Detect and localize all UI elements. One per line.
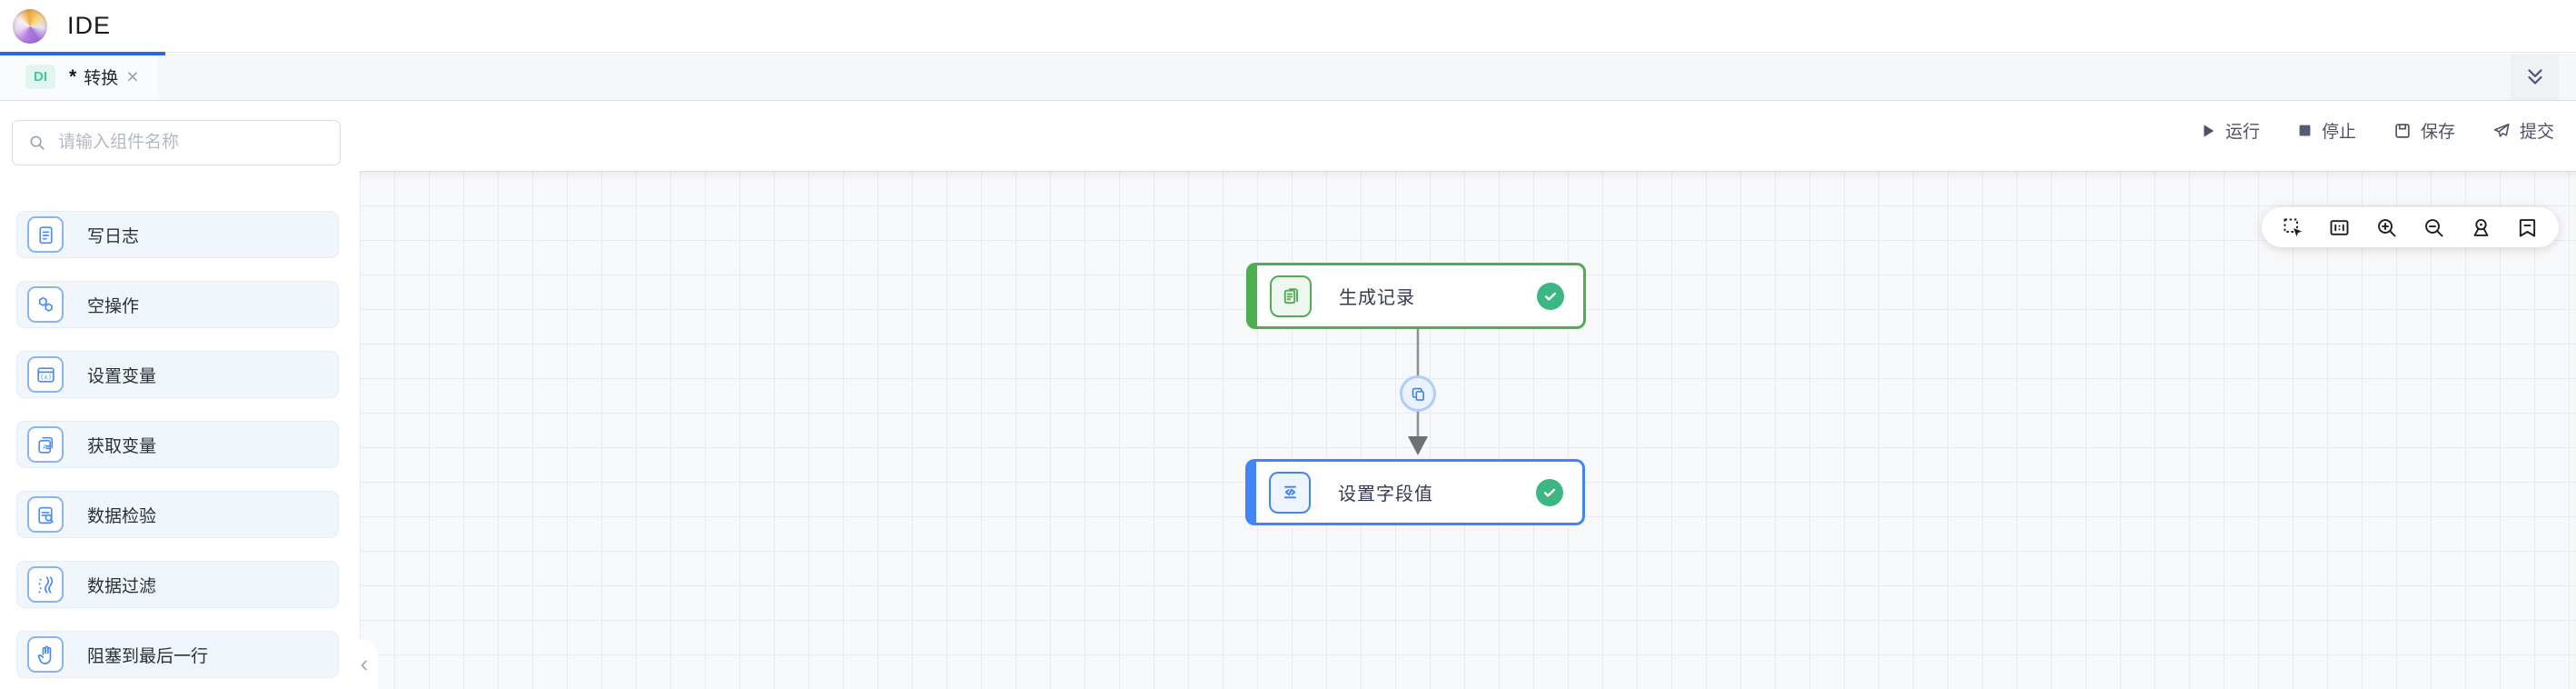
active-tab-indicator	[0, 52, 165, 55]
locate-icon	[2473, 218, 2489, 236]
component-item-label: 写日志	[87, 226, 140, 246]
tab-bar: DI * 转换 ×	[0, 54, 2576, 101]
stop-icon	[2299, 125, 2311, 136]
component-search[interactable]	[12, 120, 341, 165]
data-validate-icon	[37, 506, 54, 524]
component-item-label: 设置变量	[87, 366, 157, 386]
component-item-label: 空操作	[87, 296, 140, 316]
bookmark-icon	[2520, 218, 2536, 236]
fit-view-button[interactable]	[2326, 214, 2353, 241]
save-icon	[2395, 123, 2410, 138]
component-item-block-until-last-row[interactable]: 阻塞到最后一行	[16, 631, 339, 678]
sidebar-collapse-handle[interactable]: ‹	[351, 639, 378, 689]
copy-rows-icon	[1412, 387, 1424, 401]
component-item-label: 获取变量	[87, 436, 157, 456]
view-toolbar	[2262, 207, 2559, 247]
component-item-data-validate[interactable]: 数据检验	[16, 491, 339, 538]
search-icon	[30, 135, 45, 150]
component-sidebar: 写日志 空操作 (x) 设置变量 A 获取变量 数据检验 数据过滤 阻塞到最后一…	[0, 101, 360, 689]
tab-transform[interactable]: DI * 转换 ×	[0, 54, 157, 100]
app-header: IDE	[0, 0, 2576, 53]
locate-button[interactable]	[2467, 214, 2494, 241]
svg-text:(x): (x)	[39, 373, 51, 381]
search-input[interactable]	[58, 133, 322, 153]
play-icon	[2204, 124, 2214, 137]
svg-text:A: A	[43, 443, 47, 451]
data-filter-icon	[37, 575, 53, 594]
write-log-icon	[38, 225, 53, 244]
get-variable-icon: A	[37, 436, 53, 454]
component-item-data-filter[interactable]: 数据过滤	[16, 561, 339, 608]
bookmark-button[interactable]	[2514, 214, 2541, 241]
flow-canvas[interactable]: 运行 停止 保存 提交	[360, 101, 2576, 689]
node-set-field-value[interactable]: 设置字段值	[1245, 459, 1585, 525]
marquee-select-button[interactable]	[2279, 214, 2306, 241]
zoom-out-button[interactable]	[2420, 214, 2447, 241]
check-icon	[1544, 292, 1557, 301]
tab-close-icon[interactable]: ×	[126, 65, 139, 88]
component-item-label: 阻塞到最后一行	[87, 646, 209, 666]
block-until-last-row-icon	[37, 645, 51, 664]
component-item-dummy-operation[interactable]: 空操作	[16, 281, 339, 328]
submit-button[interactable]: 提交	[2492, 118, 2554, 143]
dummy-operation-icon	[38, 296, 53, 312]
run-button[interactable]: 运行	[2199, 118, 2260, 143]
canvas-grid[interactable]	[360, 171, 2576, 689]
zoom-in-icon	[2378, 218, 2396, 236]
zoom-in-button[interactable]	[2373, 214, 2401, 241]
component-item-label: 数据过滤	[87, 576, 157, 596]
paper-plane-icon	[2493, 123, 2510, 137]
tab-label: 转换	[84, 69, 119, 88]
node-generate-records[interactable]: 生成记录	[1246, 263, 1586, 329]
component-item-write-log[interactable]: 写日志	[16, 211, 339, 258]
node-success-check	[1536, 478, 1563, 506]
unsaved-marker: *	[69, 65, 77, 87]
run-toolbar: 运行 停止 保存 提交	[2199, 118, 2554, 143]
component-item-set-variable[interactable]: (x) 设置变量	[16, 351, 339, 398]
tab-type-badge: DI	[25, 65, 55, 89]
zoom-out-icon	[2424, 218, 2443, 236]
tabs-collapse-button[interactable]	[2511, 54, 2559, 100]
chevron-left-icon: ‹	[360, 650, 369, 677]
check-icon	[1543, 488, 1556, 497]
fit-view-icon	[2330, 219, 2349, 235]
save-button[interactable]: 保存	[2393, 118, 2455, 143]
marquee-select-icon	[2284, 218, 2302, 236]
app-title: IDE	[67, 12, 112, 39]
stop-button[interactable]: 停止	[2296, 118, 2356, 143]
set-field-value-icon	[1283, 485, 1296, 499]
double-chevron-down-icon	[2527, 68, 2542, 85]
component-item-get-variable[interactable]: A 获取变量	[16, 421, 339, 468]
set-variable-icon: (x)	[36, 366, 54, 383]
edge-copy-rows-badge[interactable]	[1400, 375, 1436, 412]
node-success-check	[1537, 282, 1564, 310]
node-label: 生成记录	[1339, 288, 1415, 308]
app-logo-icon	[13, 8, 47, 44]
generate-records-icon	[1283, 288, 1298, 305]
node-label: 设置字段值	[1338, 484, 1433, 504]
component-item-label: 数据检验	[87, 506, 157, 526]
